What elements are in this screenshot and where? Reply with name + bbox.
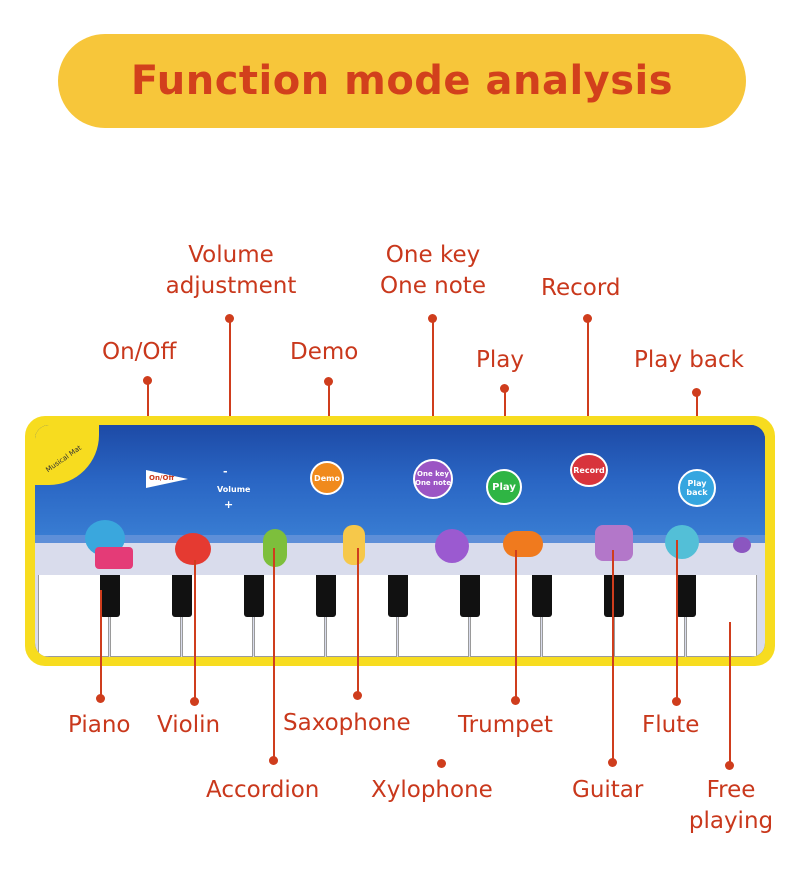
- play-button-label: Play: [492, 481, 516, 493]
- play-button[interactable]: Play: [486, 469, 522, 505]
- piano-key-7[interactable]: [470, 575, 541, 657]
- demo-button[interactable]: Demo: [310, 461, 344, 495]
- pointer-line-free-playing: [729, 622, 731, 764]
- pointer-dot-trumpet: [511, 696, 520, 705]
- volume-label: Volume: [217, 485, 251, 494]
- brand-label: Musical Mat: [44, 443, 83, 475]
- label-saxophone: Saxophone: [283, 710, 411, 736]
- pointer-dot-piano: [96, 694, 105, 703]
- mat-panel: Musical Mat On/Off - Volume + Demo One k…: [35, 425, 765, 657]
- label-violin: Violin: [157, 712, 221, 738]
- piano-key-8[interactable]: [542, 575, 613, 657]
- black-key-7[interactable]: [532, 575, 552, 617]
- piano-key-4[interactable]: [254, 575, 325, 657]
- black-key-2[interactable]: [172, 575, 192, 617]
- demo-button-label: Demo: [314, 473, 340, 483]
- crab-icon: [175, 533, 211, 565]
- record-button-label: Record: [573, 465, 605, 475]
- jellyfish-icon: [665, 525, 699, 559]
- black-key-5[interactable]: [388, 575, 408, 617]
- label-demo: Demo: [290, 339, 359, 365]
- pointer-dot-violin: [190, 697, 199, 706]
- label-free-line1: Free: [706, 777, 756, 803]
- pointer-line-volume: [229, 318, 231, 466]
- label-accordion: Accordion: [206, 777, 320, 803]
- pointer-dot-accordion: [269, 756, 278, 765]
- one-key-button-label: One key One note: [415, 470, 451, 488]
- pointer-dot-free-playing: [725, 761, 734, 770]
- label-one-key-line2: One note: [380, 273, 486, 299]
- piano-key-9[interactable]: [614, 575, 685, 657]
- pointer-dot-guitar: [608, 758, 617, 767]
- ocean-background: [35, 425, 765, 550]
- starfish-icon: [595, 525, 633, 561]
- label-volume-adjustment: Volume adjustment: [152, 240, 310, 302]
- page-title: Function mode analysis: [130, 58, 674, 104]
- label-xylophone: Xylophone: [371, 777, 493, 803]
- pointer-dot-flute: [672, 697, 681, 706]
- play-back-button-line1: Play: [687, 479, 707, 488]
- pointer-line-saxophone: [357, 548, 359, 694]
- piano-key-10[interactable]: [686, 575, 757, 657]
- pointer-line-trumpet: [515, 550, 517, 698]
- label-free-line2: playing: [688, 808, 774, 834]
- label-volume-line2: adjustment: [165, 273, 297, 299]
- piano-key-5[interactable]: [326, 575, 397, 657]
- black-key-9[interactable]: [676, 575, 696, 617]
- label-play-back: Play back: [634, 347, 744, 373]
- label-one-key-line1: One key: [385, 242, 481, 268]
- turtle-icon: [263, 529, 287, 567]
- on-off-button-label: On/Off: [149, 474, 175, 482]
- record-button[interactable]: Record: [570, 453, 608, 487]
- black-key-1[interactable]: [100, 575, 120, 617]
- label-piano: Piano: [68, 712, 131, 738]
- small-octopus-icon: [733, 537, 751, 553]
- pointer-dot-saxophone: [353, 691, 362, 700]
- pointer-line-one-key: [432, 318, 434, 466]
- octopus-icon: [435, 529, 469, 563]
- musical-mat: Musical Mat On/Off - Volume + Demo One k…: [25, 416, 775, 666]
- label-on-off: On/Off: [102, 339, 177, 365]
- piano-key-1[interactable]: [38, 575, 109, 657]
- one-key-one-note-button[interactable]: One key One note: [413, 459, 453, 499]
- play-back-button[interactable]: Play back: [678, 469, 716, 507]
- seahorse-icon: [343, 525, 365, 565]
- label-flute: Flute: [642, 712, 700, 738]
- pointer-line-flute: [676, 540, 678, 700]
- volume-minus-button[interactable]: -: [223, 465, 228, 478]
- black-key-3[interactable]: [244, 575, 264, 617]
- pointer-line-violin: [194, 560, 196, 700]
- label-free-playing: Free playing: [676, 775, 786, 837]
- pointer-line-accordion: [273, 548, 275, 758]
- clownfish-icon: [503, 531, 543, 557]
- pointer-line-piano: [100, 590, 102, 696]
- title-banner: Function mode analysis: [58, 34, 746, 128]
- piano-toy-icon: [95, 547, 133, 569]
- label-record: Record: [541, 275, 621, 301]
- pointer-dot-xylophone: [437, 759, 446, 768]
- piano-key-2[interactable]: [110, 575, 181, 657]
- label-trumpet: Trumpet: [458, 712, 553, 738]
- volume-plus-button[interactable]: +: [224, 498, 234, 511]
- play-back-button-line2: back: [686, 488, 708, 497]
- label-one-key-one-note: One key One note: [370, 240, 496, 302]
- black-key-6[interactable]: [460, 575, 480, 617]
- play-back-button-label: Play back: [686, 479, 707, 497]
- pointer-line-record: [587, 318, 589, 460]
- one-key-button-line2: One note: [415, 479, 452, 487]
- piano-key-6[interactable]: [398, 575, 469, 657]
- pointer-line-guitar: [612, 550, 614, 760]
- one-key-button-line1: One key: [417, 470, 449, 478]
- label-volume-line1: Volume: [188, 242, 274, 268]
- black-key-8[interactable]: [604, 575, 624, 617]
- keyboard: [35, 575, 765, 657]
- piano-key-3[interactable]: [182, 575, 253, 657]
- label-guitar: Guitar: [572, 777, 644, 803]
- label-play: Play: [476, 347, 524, 373]
- black-key-4[interactable]: [316, 575, 336, 617]
